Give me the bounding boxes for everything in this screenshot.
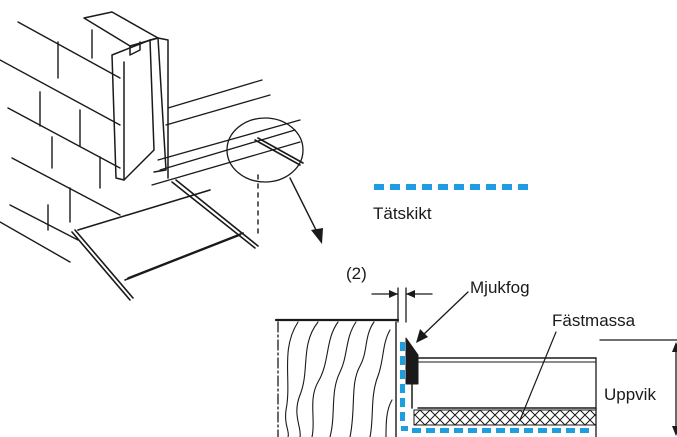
- detail-arrow: [289, 177, 323, 244]
- brick-wall: [0, 21, 121, 263]
- label-fastmassa: Fästmassa: [552, 311, 636, 330]
- waterproofing-membrane: [400, 342, 589, 433]
- label-dimension: (2): [346, 264, 367, 283]
- fastmassa-leader: [519, 331, 557, 421]
- mjukfog-leader: [416, 291, 469, 343]
- wall-column: [83, 11, 169, 181]
- mjukfog-sealant: [405, 337, 419, 385]
- label-uppvik: Uppvik: [604, 385, 656, 404]
- label-mjukfog: Mjukfog: [470, 278, 530, 297]
- section-detail: [274, 287, 677, 437]
- legend-tatskikt-swatch: [374, 184, 528, 190]
- dimension-marker: [371, 287, 433, 323]
- wall-section: [274, 318, 400, 437]
- floor: [71, 137, 304, 301]
- uppvik-dimension: [599, 339, 677, 436]
- label-tatskikt: Tätskikt: [373, 204, 432, 223]
- floor-tile: [411, 357, 597, 437]
- detail-circle: [226, 117, 304, 183]
- fastmassa-adhesive: [413, 409, 597, 426]
- side-wall: [151, 79, 301, 186]
- isometric-view: [0, 11, 323, 301]
- wall-wood-grain: [285, 321, 393, 437]
